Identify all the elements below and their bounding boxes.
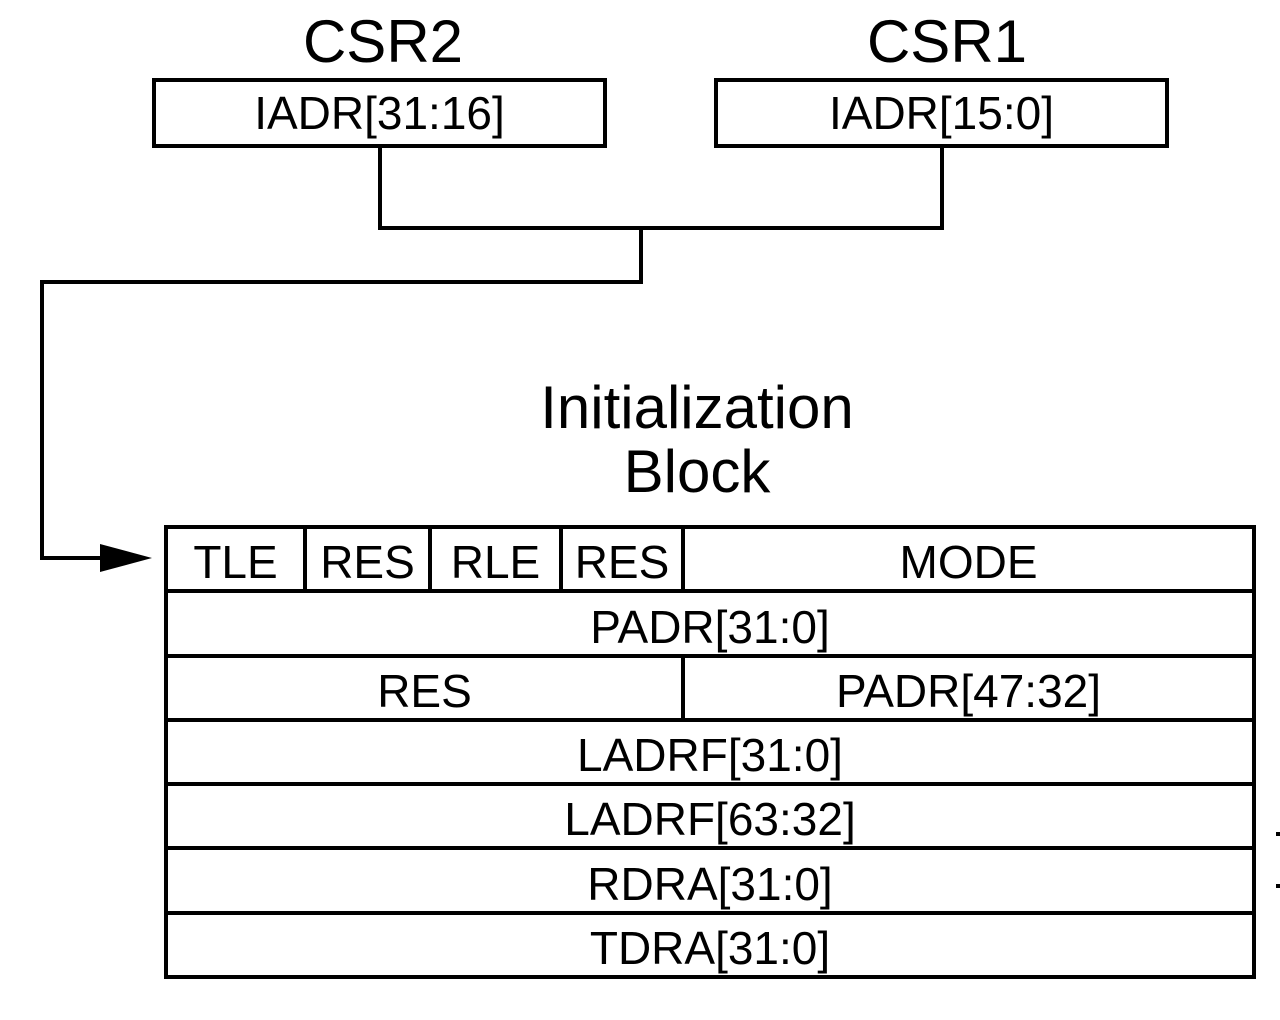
tdra-field: TDRA[31:0]: [589, 921, 831, 974]
csr2-register-box: IADR[31:16]: [152, 78, 607, 148]
padr-low-field: PADR[31:0]: [590, 600, 830, 653]
ladrf-low-field: LADRF[31:0]: [577, 729, 843, 782]
init-block-title: Initialization Block: [497, 376, 897, 504]
csr2-field-label: IADR[31:16]: [254, 87, 505, 139]
ladrf-high-field: LADRF[63:32]: [564, 793, 856, 846]
rdra-field: RDRA[31:0]: [587, 857, 833, 910]
padr-high-field: PADR[47:32]: [681, 657, 1252, 718]
init-row-mode: TLE RES RLE RES MODE: [168, 529, 1252, 594]
csr1-register-box: IADR[15:0]: [714, 78, 1169, 148]
init-row-rdra: RDRA[31:0]: [168, 850, 1252, 915]
mode-field: MODE: [681, 529, 1252, 590]
csr1-field-label: IADR[15:0]: [829, 87, 1054, 139]
csr-merge-line: [378, 146, 944, 230]
init-row-padr-high: RES PADR[47:32]: [168, 657, 1252, 722]
arrow-head-icon: [100, 544, 152, 572]
init-row-padr-low: PADR[31:0]: [168, 593, 1252, 658]
res-field-3: RES: [377, 664, 472, 717]
init-block-title-line1: Initialization: [540, 374, 854, 441]
init-row-tdra: TDRA[31:0]: [168, 915, 1252, 975]
res-field-2: RES: [559, 529, 681, 590]
init-row-ladrf-low: LADRF[31:0]: [168, 722, 1252, 787]
rle-field: RLE: [428, 529, 559, 590]
init-block-table: TLE RES RLE RES MODE PADR[31:0] RES PADR…: [164, 525, 1256, 979]
init-row-ladrf-high: LADRF[63:32]: [168, 786, 1252, 851]
csr1-title: CSR1: [866, 8, 1028, 75]
edge-mark-2: [1276, 884, 1280, 888]
edge-mark-1: [1276, 832, 1280, 836]
init-block-title-line2: Block: [623, 438, 771, 505]
csr2-title: CSR2: [302, 8, 464, 75]
pointer-line: [40, 228, 643, 560]
tle-field: TLE: [193, 536, 278, 589]
res-field-1: RES: [303, 529, 428, 590]
